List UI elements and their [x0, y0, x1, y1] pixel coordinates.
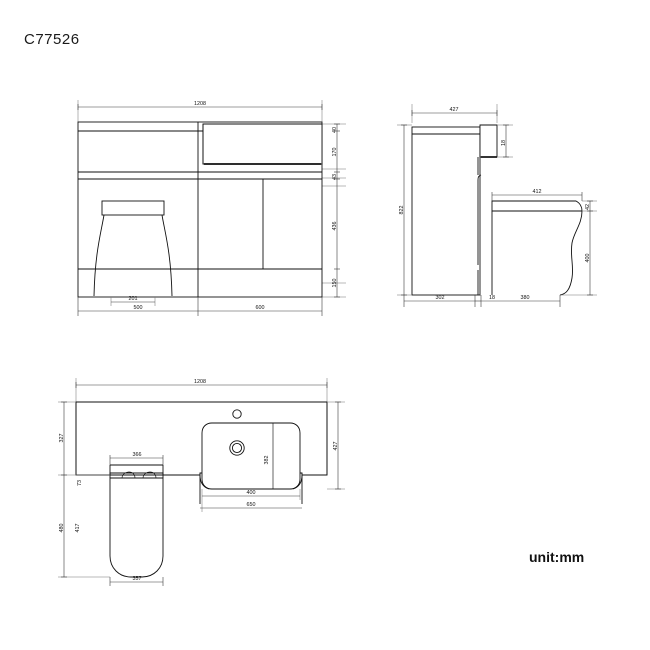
side-dim-top-width-label: 427 — [450, 107, 459, 113]
front-dim-vanity-section-label: 600 — [256, 305, 265, 311]
plan-dim-basin-inner-label: 400 — [247, 490, 256, 496]
front-dim-body-height-label: 436 — [332, 222, 338, 231]
plan-basin: 382 — [201, 409, 301, 490]
side-cabinet-body — [411, 124, 498, 296]
front-dim-vertical-stack: 40 170 43 436 150 — [332, 123, 340, 298]
front-dim-toilet-section-label: 500 — [134, 305, 143, 311]
plan-dim-toilet-bowl-label: 357 — [133, 576, 142, 582]
side-dim-right-stack: 42 400 — [560, 200, 597, 296]
front-dim-sections: 500 600 — [77, 297, 323, 316]
side-dim-overall-height: 822 — [397, 124, 412, 296]
front-dim-overall-width-label: 1208 — [194, 101, 206, 107]
side-elevation-view: 427 18 — [397, 104, 597, 307]
front-dim-toilet-base: 201 — [110, 296, 156, 306]
side-dim-seat-length-label: 412 — [533, 189, 542, 195]
side-dim-bowl-height-label: 400 — [585, 254, 591, 263]
plan-dim-toilet-total-depth-label: 480 — [59, 524, 65, 533]
plan-toilet — [109, 464, 164, 578]
front-dim-top-band-label: 40 — [332, 127, 338, 133]
plan-dim-left-stack: 327 480 73 417 — [58, 401, 110, 578]
unit-note: unit:mm — [529, 549, 585, 565]
side-dim-overall-height-label: 822 — [399, 206, 405, 215]
plan-dim-counter-depth-right: 427 — [327, 401, 345, 490]
plan-dim-basin-widths: 400 650 — [200, 489, 302, 512]
plan-view: 1208 382 — [58, 378, 345, 586]
plan-dim-counter-depth-left-label: 327 — [59, 434, 65, 443]
side-dim-bottom-stack: 302 18 380 — [403, 295, 561, 307]
front-toilet-pedestal — [93, 200, 173, 297]
plan-dim-toilet-tank-label: 366 — [133, 452, 142, 458]
front-dim-plinth-height-label: 150 — [332, 279, 338, 288]
plan-dim-overall-width: 1208 — [75, 378, 328, 402]
front-dim-toilet-base-label: 201 — [129, 296, 138, 302]
side-dim-gap-label: 18 — [489, 295, 495, 301]
plan-dim-basin-depth-label: 382 — [264, 456, 270, 465]
plan-dim-toilet-bowl: 357 — [109, 576, 164, 586]
plan-dim-toilet-length-label: 417 — [75, 524, 81, 533]
side-dim-cistern-depth-label: 302 — [436, 295, 445, 301]
plan-dim-basin-outer-label: 650 — [247, 502, 256, 508]
side-dim-seat-length: 412 — [491, 189, 583, 201]
side-dim-bowl-depth-label: 380 — [521, 295, 530, 301]
front-dim-mid-band-label: 43 — [332, 174, 338, 180]
plan-dim-counter-depth-right-label: 427 — [333, 442, 339, 451]
plan-dim-overall-width-label: 1208 — [194, 379, 206, 385]
front-dim-overall-width: 1208 — [77, 101, 323, 110]
front-elevation-view: 1208 — [77, 100, 346, 316]
plan-basin-apron — [199, 474, 303, 490]
front-basin-recess — [202, 123, 323, 165]
plan-dim-offset-label: 73 — [77, 480, 83, 486]
page-title: C77526 — [24, 31, 80, 48]
front-dim-drawer-height-label: 170 — [332, 148, 338, 157]
side-dim-ledge-height: 18 — [497, 124, 513, 158]
side-dim-top-width: 427 — [411, 104, 498, 123]
side-dim-ledge-height-label: 18 — [501, 140, 507, 146]
front-extension-lines — [77, 100, 346, 298]
plan-dim-toilet-tank: 366 — [109, 452, 164, 465]
side-toilet-profile — [491, 200, 583, 296]
side-dim-seat-thickness-label: 42 — [585, 204, 591, 210]
